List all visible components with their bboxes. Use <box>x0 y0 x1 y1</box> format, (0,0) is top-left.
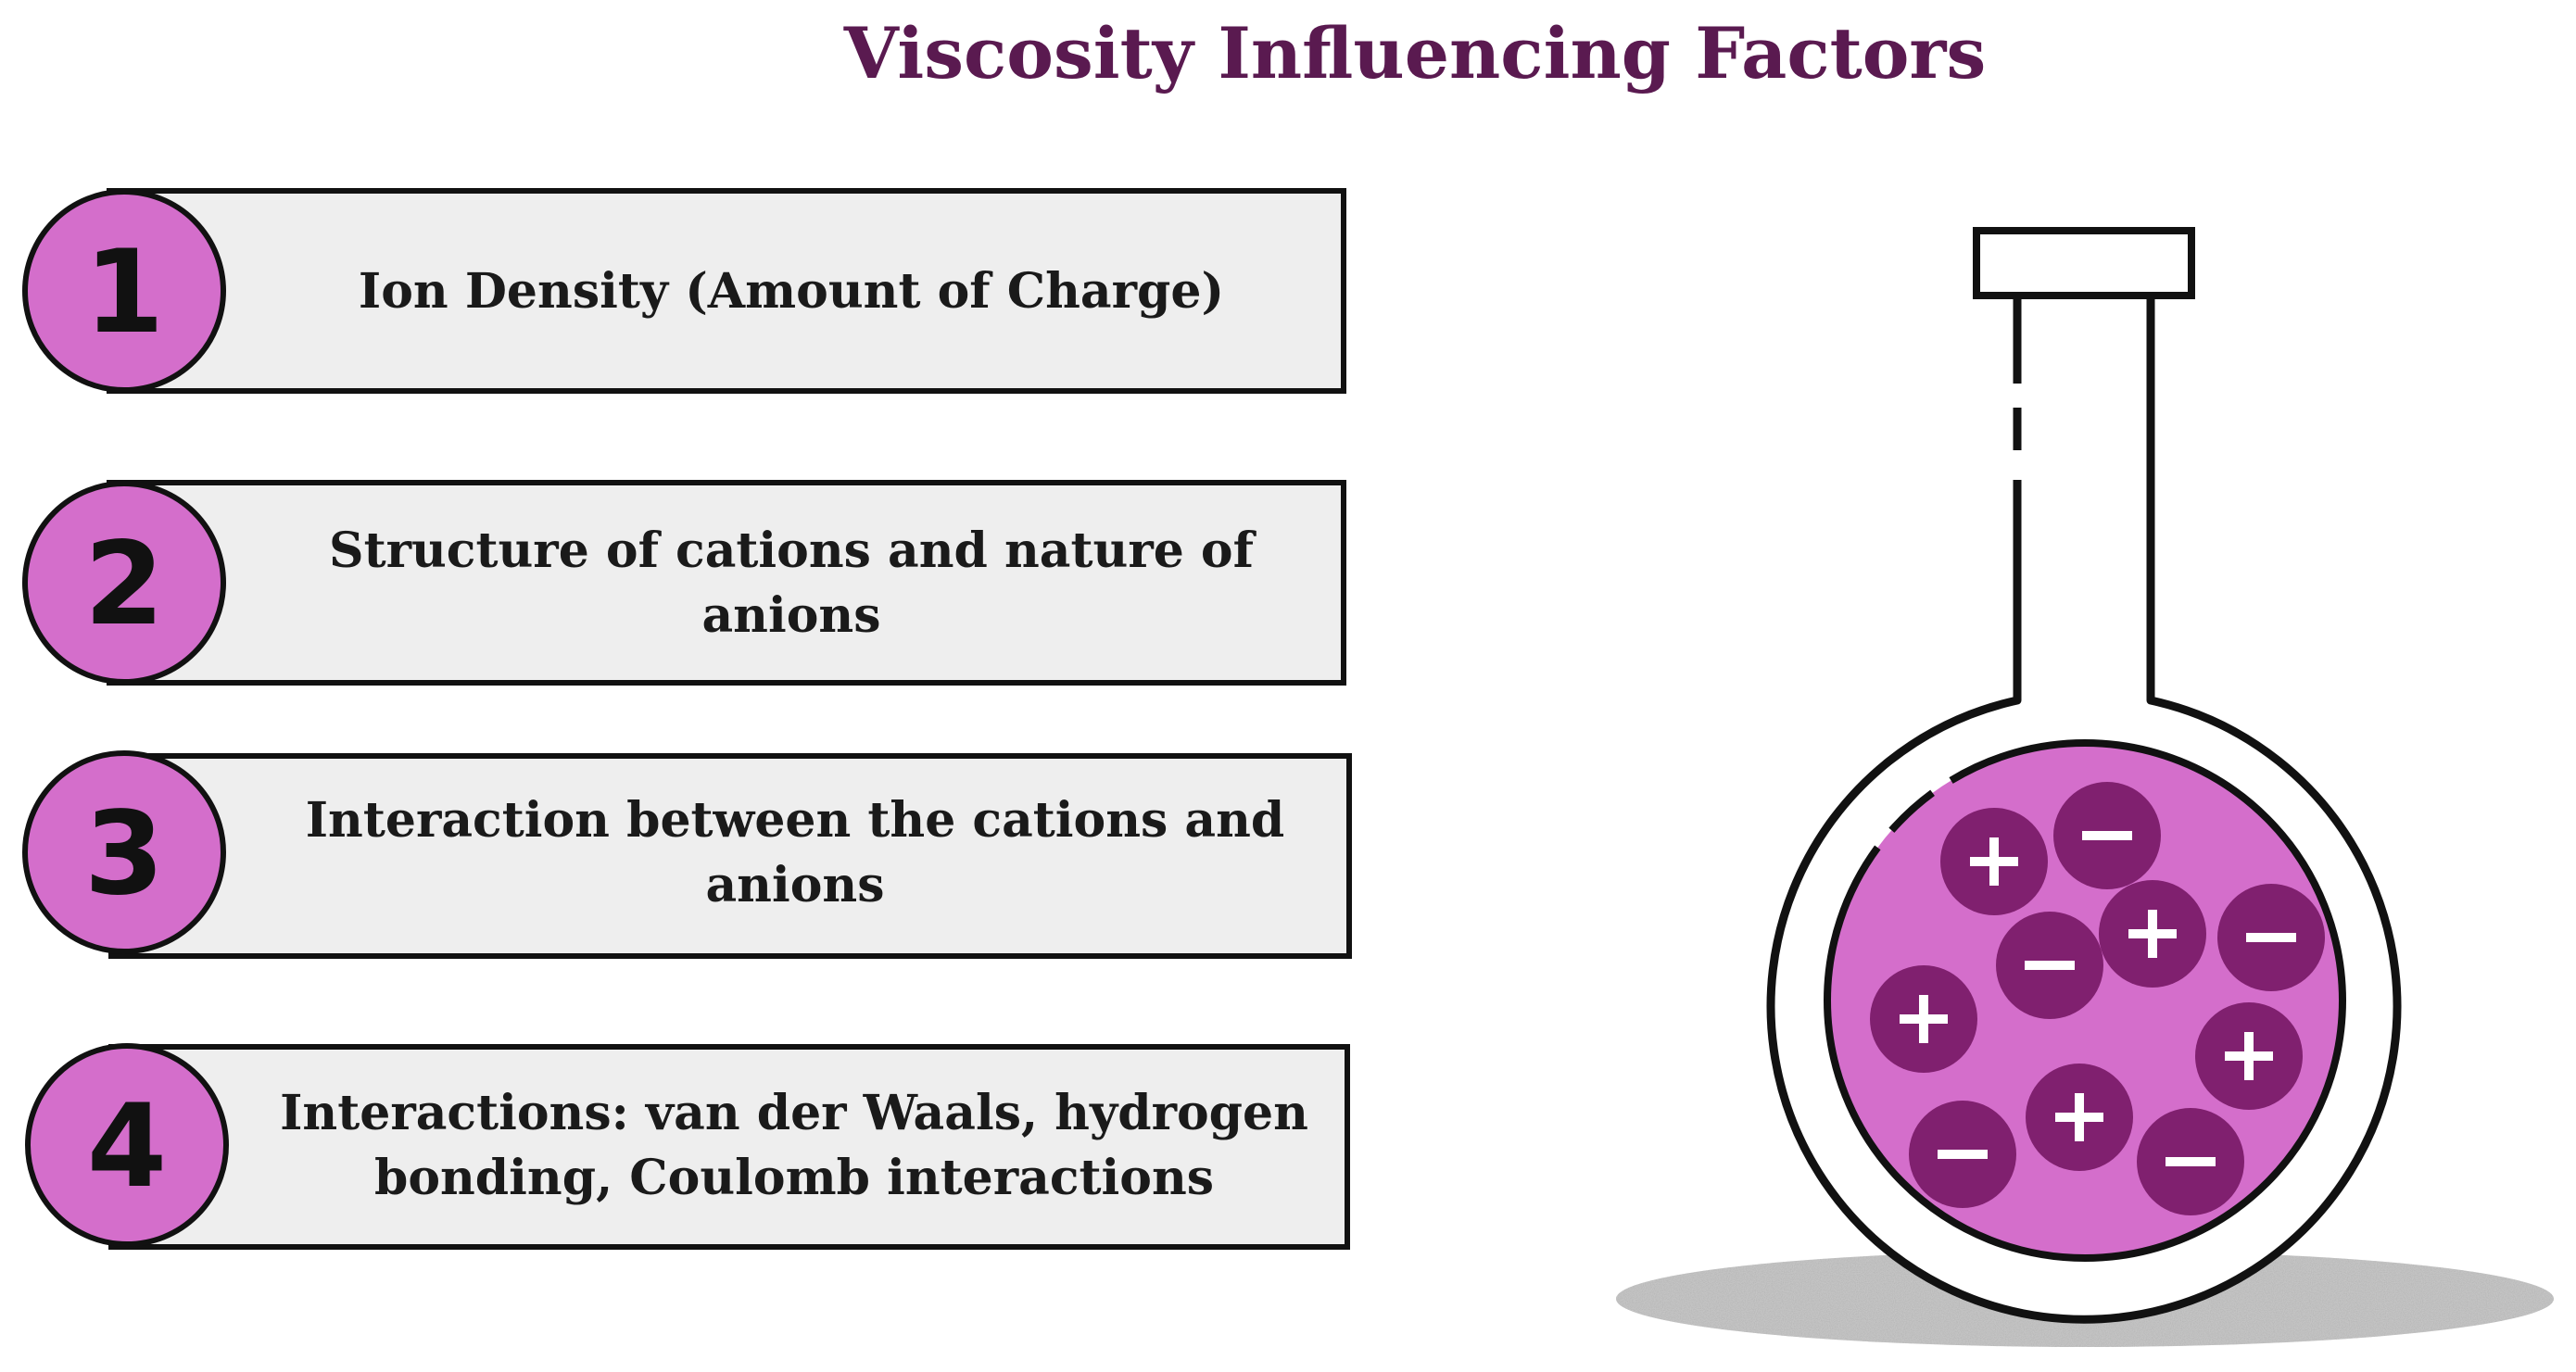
factor-panel <box>107 188 1346 394</box>
anion-icon <box>2137 1108 2244 1215</box>
factor-label-line: Structure of cations and nature of <box>329 522 1257 579</box>
factor-panel <box>108 1044 1350 1250</box>
factor-label-line: anions <box>705 857 884 913</box>
factor-row: 3 Interaction between the cations and anio… <box>22 750 1352 959</box>
factor-number: 2 <box>84 518 164 651</box>
factor-label-line: Interactions: van der Waals, hydrogen <box>280 1085 1308 1141</box>
flask-inner-outline <box>1824 739 2346 1262</box>
factor-list: 1 Ion Density (Amount of Charge) 2 Structur… <box>22 188 1352 1250</box>
page-title: Viscosity Influencing Factors <box>843 12 1987 94</box>
factor-number: 3 <box>84 787 164 921</box>
cation-icon <box>2099 880 2206 988</box>
factor-label-line: bonding, Coulomb interactions <box>374 1150 1214 1206</box>
factor-row: 2 Structure of cations and nature of anion… <box>22 480 1346 686</box>
factor-number-badge <box>22 750 226 954</box>
factor-panel <box>108 753 1352 959</box>
factor-label-line: Ion Density (Amount of Charge) <box>359 263 1224 320</box>
anion-icon <box>1909 1101 2016 1208</box>
ion-layer <box>1870 782 2325 1215</box>
cation-icon <box>2026 1064 2133 1171</box>
cation-icon <box>1940 808 2048 915</box>
factor-number-badge <box>22 189 226 393</box>
flask-stopper <box>1973 227 2195 299</box>
factor-row: 1 Ion Density (Amount of Charge) <box>22 188 1346 394</box>
factor-row: 4 Interactions: van der Waals, hydrogen bo… <box>25 1043 1350 1250</box>
cation-icon <box>2195 1002 2303 1110</box>
factor-number: 4 <box>87 1080 167 1214</box>
factor-label-line: Interaction between the cations and <box>306 792 1285 849</box>
anion-icon <box>1996 912 2103 1019</box>
factor-number-badge <box>22 481 226 685</box>
anion-icon <box>2053 782 2161 889</box>
cation-icon <box>1870 965 1977 1073</box>
factor-number: 1 <box>84 226 164 359</box>
anion-icon <box>2217 884 2325 991</box>
factor-label-line: anions <box>701 587 880 644</box>
factor-number-badge <box>25 1043 229 1247</box>
factor-panel <box>107 480 1346 686</box>
round-bottom-flask-icon <box>1616 227 2554 1347</box>
